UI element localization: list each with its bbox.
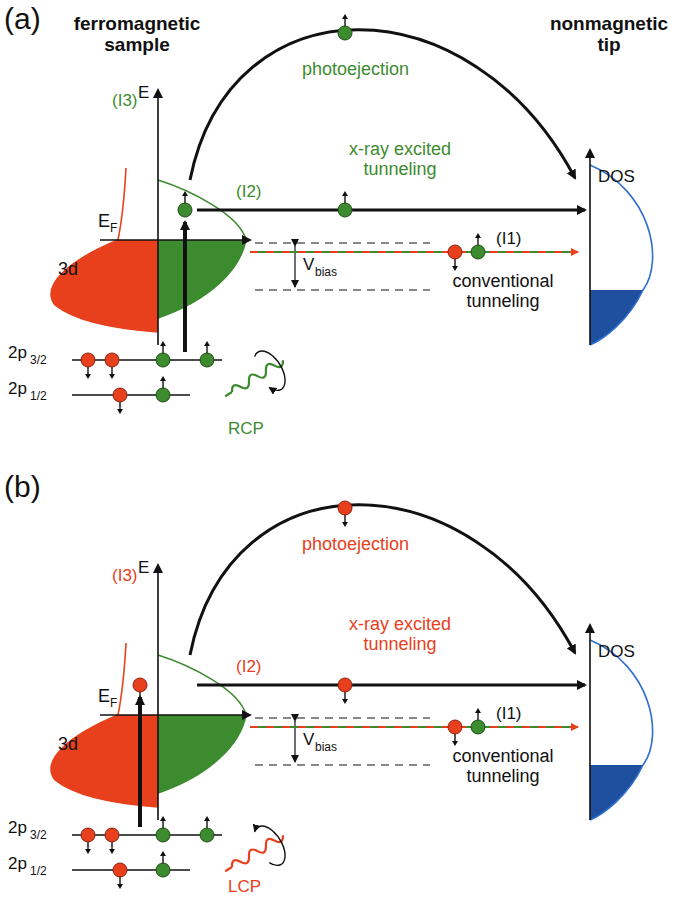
axis-label: E	[138, 559, 149, 578]
panel-heading: nonmagnetic tip	[549, 14, 669, 56]
bias-symbol: V	[303, 256, 314, 275]
excitation-arrow	[138, 697, 142, 827]
shell-label: 3d	[58, 260, 78, 280]
core-level-subscript: 3/2	[30, 829, 47, 842]
current-number: (I3)	[112, 92, 138, 111]
illustration-stroke	[338, 501, 352, 527]
bias-symbol: V	[303, 731, 314, 750]
process-label: photoejection	[302, 535, 409, 555]
core-level-label: 2p	[8, 819, 27, 838]
illustration-stroke	[178, 191, 192, 217]
bias-subscript: bias	[315, 266, 337, 279]
illustration-stroke	[133, 678, 147, 704]
illustration-stroke	[250, 346, 291, 395]
illustration-stroke	[338, 191, 352, 217]
illustration-stroke	[338, 14, 352, 40]
core-level-label: 2p	[8, 855, 27, 874]
level-symbol: E	[98, 687, 110, 707]
axis-label: DOS	[598, 168, 635, 187]
process-label: conventional tunneling	[438, 272, 568, 312]
panel-a	[51, 30, 652, 414]
current-number: (I1)	[496, 705, 522, 724]
panel-letter: (b)	[4, 470, 41, 503]
core-level-label: 2p	[8, 380, 27, 399]
illustration-stroke	[225, 867, 232, 871]
excitation-arrow	[183, 222, 187, 352]
level-symbol: E	[98, 212, 110, 232]
axis-label: DOS	[598, 643, 635, 662]
process-label: conventional tunneling	[438, 747, 568, 787]
panel-letter: (a)	[4, 2, 41, 35]
process-label: x-ray excited tunneling	[325, 615, 475, 655]
bias-subscript: bias	[315, 741, 337, 754]
panel-b	[51, 505, 652, 889]
illustration-stroke	[338, 678, 352, 704]
axis-label: E	[138, 84, 149, 103]
illustration-stroke	[225, 392, 232, 396]
core-level-subscript: 1/2	[30, 390, 47, 403]
level-subscript: F	[110, 222, 117, 235]
current-number: (I2)	[236, 183, 262, 202]
panel-heading: ferromagnetic sample	[62, 14, 212, 56]
core-level-label: 2p	[8, 344, 27, 363]
current-number: (I1)	[496, 230, 522, 249]
core-level-subscript: 3/2	[30, 354, 47, 367]
shell-label: 3d	[58, 735, 78, 755]
core-level-subscript: 1/2	[30, 865, 47, 878]
rcp-photon	[215, 343, 296, 416]
polarization-label: LCP	[228, 878, 261, 897]
process-label: photoejection	[302, 60, 409, 80]
polarization-label: RCP	[228, 420, 264, 439]
current-number: (I3)	[112, 567, 138, 586]
process-label: x-ray excited tunneling	[325, 140, 475, 180]
current-number: (I2)	[236, 658, 262, 677]
panel-b-specific	[133, 501, 352, 891]
illustration-stroke	[250, 821, 291, 870]
level-subscript: F	[110, 697, 117, 710]
